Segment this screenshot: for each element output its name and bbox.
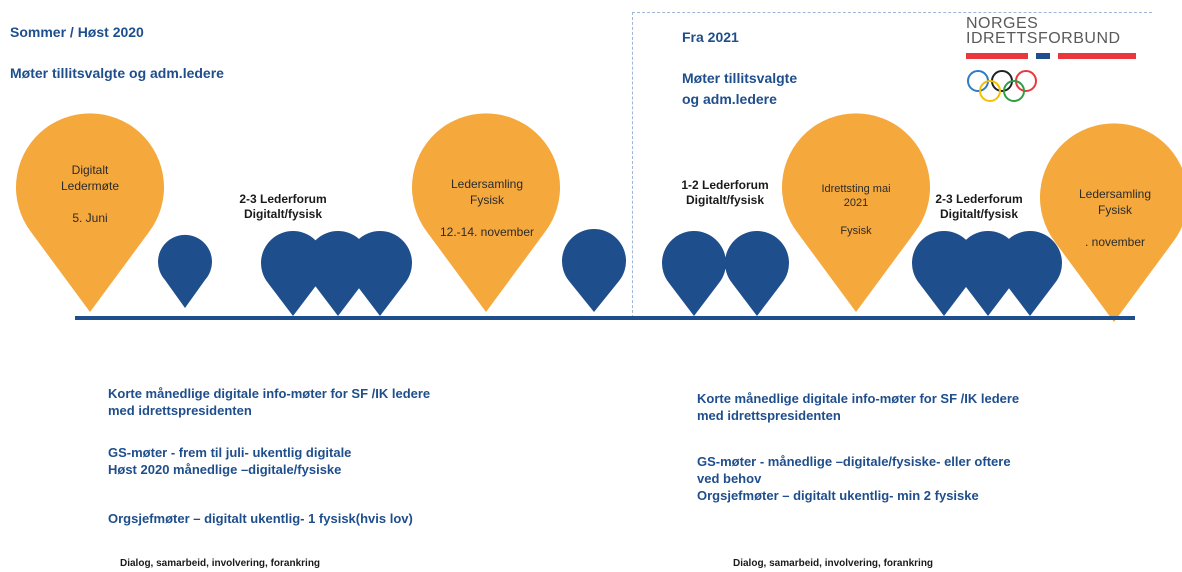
right-note-info-meetings: Korte månedlige digitale info-møter for … xyxy=(697,391,1020,423)
navy-pin xyxy=(562,229,626,312)
label-lederforum-2020: 2-3 Lederforum Digitalt/fysisk xyxy=(239,192,327,221)
pin-text-nov2021: Ledersamling Fysisk . november xyxy=(1078,187,1152,249)
timeline-pins xyxy=(16,113,1182,322)
left-footer: Dialog, samarbeid, involvering, forankri… xyxy=(120,558,321,569)
logo-line-2: IDRETTSFORBUND xyxy=(966,30,1121,47)
label-lederforum-2021-a: 1-2 Lederforum Digitalt/fysisk xyxy=(681,178,769,207)
left-note-gs-meetings: GS-møter - frem til juli- ukentlig digit… xyxy=(108,445,352,477)
right-period-title: Fra 2021 xyxy=(682,29,739,45)
section-top-border xyxy=(632,12,1152,13)
orange-pin-nov2021 xyxy=(1040,123,1182,322)
navy-pin xyxy=(348,231,412,316)
navy-pin xyxy=(724,231,789,316)
orange-pin-nov2020 xyxy=(412,113,560,312)
timeline-axis xyxy=(75,316,1135,320)
pin-text-jun: Digitalt Ledermøte 5. Juni xyxy=(60,163,120,225)
right-subtitle: Møter tillitsvalgte og adm.ledere xyxy=(682,70,798,107)
label-lederforum-2021-b: 2-3 Lederforum Digitalt/fysisk xyxy=(935,192,1023,221)
pin-text-ting: Idrettsting mai 2021 Fysisk xyxy=(821,183,891,237)
logo-line-1: NORGES xyxy=(966,15,1039,32)
section-divider xyxy=(632,12,633,318)
orange-pin-ting xyxy=(782,113,930,312)
right-footer: Dialog, samarbeid, involvering, forankri… xyxy=(733,558,934,569)
left-subtitle: Møter tillitsvalgte og adm.ledere xyxy=(10,65,224,81)
left-period-title: Sommer / Høst 2020 xyxy=(10,24,144,40)
nif-logo: NORGES IDRETTSFORBUND xyxy=(966,16,1141,111)
olympic-rings-icon xyxy=(966,53,1136,102)
navy-pin xyxy=(662,231,726,316)
orange-pin-jun xyxy=(16,113,165,312)
pin-text-nov2020: Ledersamling Fysisk 12.-14. november xyxy=(439,177,535,239)
navy-pin xyxy=(998,231,1063,316)
left-note-info-meetings: Korte månedlige digitale info-møter for … xyxy=(108,386,431,418)
left-note-orgsjef: Orgsjefmøter – digitalt ukentlig- 1 fysi… xyxy=(108,511,413,526)
navy-pin xyxy=(158,234,213,308)
right-note-gs-orgsjef: GS-møter - månedlige –digitale/fysiske- … xyxy=(697,454,1011,503)
